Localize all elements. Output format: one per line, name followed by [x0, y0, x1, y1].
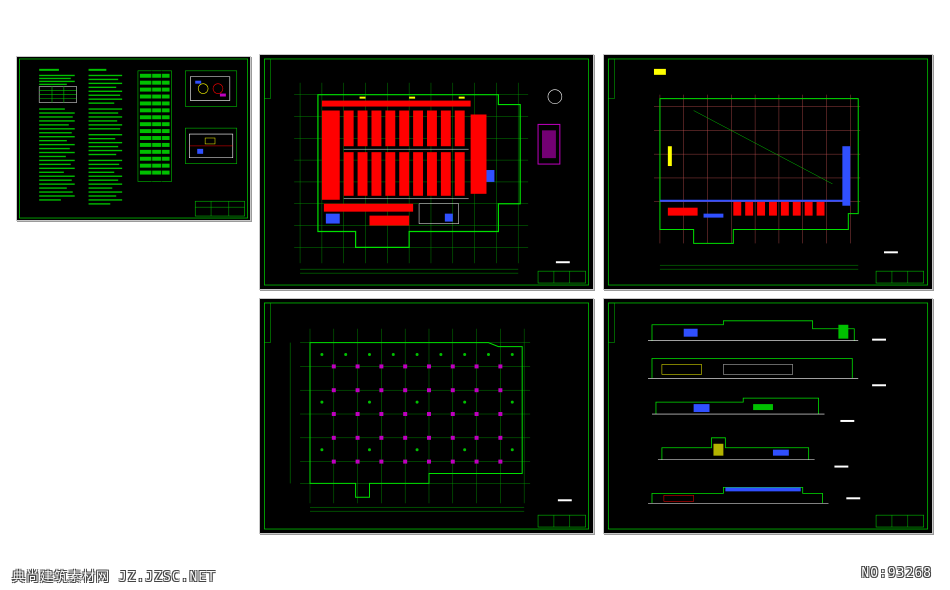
elevation-5: [648, 486, 861, 504]
floor-plan-grid-drawing: [607, 58, 929, 286]
plan-outline: [659, 98, 859, 244]
elevations-drawing: [607, 302, 929, 530]
notes-drawing: [19, 58, 248, 219]
dimension-lines: [659, 265, 859, 270]
notes-text-block-1: [39, 68, 75, 86]
title-block: [194, 200, 245, 217]
elevation-4: [657, 437, 849, 468]
dimension-lines: [289, 342, 525, 512]
grid-lines: [653, 94, 861, 244]
notes-schedule-table: [137, 70, 172, 182]
white-hatching: [343, 148, 469, 224]
side-detail: [537, 89, 563, 165]
sheet-column-plan[interactable]: [259, 298, 594, 534]
columns: [331, 364, 503, 464]
plan-outline: [309, 342, 523, 498]
diagonal-line: [693, 110, 833, 185]
sheet-floor-plan-2[interactable]: [603, 54, 933, 290]
footing-markers: [320, 353, 514, 452]
yellow-markers: [653, 68, 672, 167]
yellow-markers: [359, 96, 465, 99]
notes-text-block-3: [88, 68, 123, 205]
plan-outline: [317, 94, 521, 248]
title-block: [537, 499, 586, 528]
watermark-number: NO:93268: [861, 566, 932, 581]
watermark-site-name: 典尚建筑素材网 JZ.JZSC.NET: [12, 570, 216, 585]
sheet-elevations[interactable]: [603, 298, 933, 534]
notes-table-1: [38, 86, 77, 103]
elevation-3: [651, 397, 855, 422]
blue-fixtures: [325, 170, 495, 224]
sheet-notes[interactable]: [16, 56, 251, 221]
red-rooms: [667, 201, 825, 216]
blue-walls: [659, 146, 851, 218]
sheet-floor-plan-1[interactable]: [259, 54, 594, 290]
column-plan-drawing: [263, 302, 590, 530]
title-block: [875, 251, 924, 284]
notes-detail-2: [185, 127, 238, 164]
red-rooms: [321, 100, 487, 226]
dimension-lines: [300, 268, 519, 274]
elevation-2: [648, 358, 886, 387]
notes-detail-1: [185, 70, 238, 107]
floor-plan-red-drawing: [263, 58, 590, 286]
title-block: [875, 514, 924, 528]
elevation-1: [648, 320, 886, 341]
notes-text-block-2: [39, 108, 75, 201]
title-block: [537, 261, 586, 284]
